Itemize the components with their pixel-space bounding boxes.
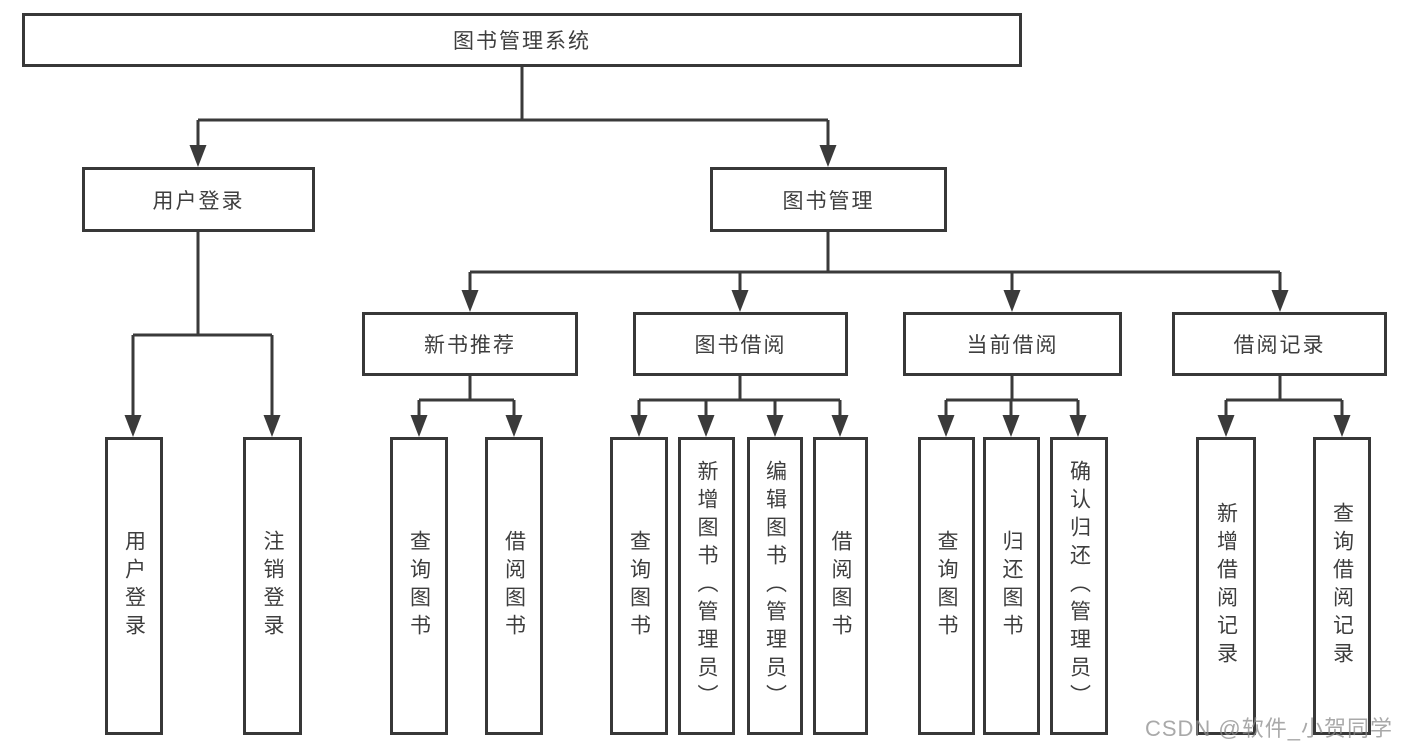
node-user-login-module-label: 用户登录 [152, 189, 245, 213]
node-book-mgmt-module-label: 图书管理 [782, 189, 875, 213]
node-new-books-label: 新书推荐 [424, 334, 516, 357]
node-root-label: 图书管理系统 [453, 30, 591, 53]
leaf-bookborrow-edit-label: 编辑图书（管理员） [763, 460, 787, 712]
leaf-user-login: 用户登录 [105, 437, 163, 735]
leaf-current-return: 归还图书 [983, 437, 1040, 735]
leaf-current-confirm: 确认归还（管理员） [1050, 437, 1108, 735]
node-book-borrow: 图书借阅 [633, 312, 848, 376]
leaf-newbooks-borrow: 借阅图书 [485, 437, 543, 735]
node-borrow-records-label: 借阅记录 [1233, 334, 1326, 357]
leaf-bookborrow-add-label: 新增图书（管理员） [695, 460, 718, 712]
leaf-records-add: 新增借阅记录 [1196, 437, 1256, 735]
leaf-logout: 注销登录 [243, 437, 302, 735]
leaf-bookborrow-edit: 编辑图书（管理员） [747, 437, 803, 735]
leaf-user-login-label: 用户登录 [122, 530, 146, 642]
leaf-newbooks-borrow-label: 借阅图书 [502, 530, 526, 642]
leaf-newbooks-query: 查询图书 [390, 437, 448, 735]
node-book-borrow-label: 图书借阅 [694, 334, 787, 357]
arrowheads [124, 145, 1351, 437]
leaf-bookborrow-query: 查询图书 [610, 437, 668, 735]
leaf-bookborrow-borrow-label: 借阅图书 [829, 530, 852, 642]
leaf-current-query: 查询图书 [918, 437, 975, 735]
node-user-login-module: 用户登录 [82, 167, 315, 232]
leaf-logout-label: 注销登录 [261, 530, 284, 642]
node-new-books: 新书推荐 [362, 312, 578, 376]
node-current-borrow: 当前借阅 [903, 312, 1122, 376]
leaf-newbooks-query-label: 查询图书 [407, 530, 431, 642]
leaf-records-query-label: 查询借阅记录 [1330, 502, 1354, 670]
leaf-current-return-label: 归还图书 [1000, 530, 1023, 642]
node-current-borrow-label: 当前借阅 [966, 334, 1059, 357]
leaf-bookborrow-add: 新增图书（管理员） [678, 437, 735, 735]
leaf-records-query: 查询借阅记录 [1313, 437, 1371, 735]
leaf-current-query-label: 查询图书 [935, 530, 958, 642]
leaf-records-add-label: 新增借阅记录 [1214, 502, 1238, 670]
leaf-bookborrow-query-label: 查询图书 [627, 530, 651, 642]
node-borrow-records: 借阅记录 [1172, 312, 1387, 376]
leaf-current-confirm-label: 确认归还（管理员） [1067, 460, 1091, 712]
leaf-bookborrow-borrow: 借阅图书 [813, 437, 868, 735]
node-book-mgmt-module: 图书管理 [710, 167, 947, 232]
node-root: 图书管理系统 [22, 13, 1022, 67]
